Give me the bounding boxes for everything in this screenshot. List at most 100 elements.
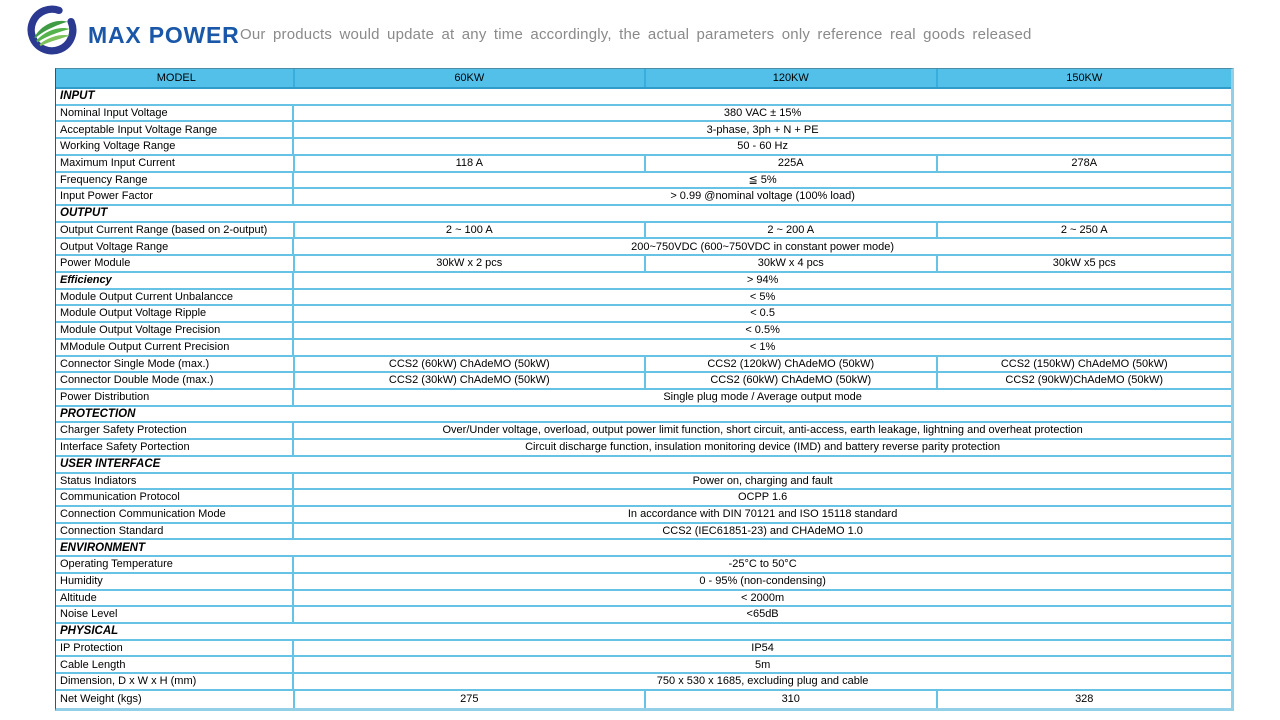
table-row: Efficiency> 94% <box>56 272 1231 290</box>
row-label: Working Voltage Range <box>56 139 295 154</box>
table-row: Communication Protocol OCPP 1.6 <box>56 490 1231 507</box>
row-value: 750 x 530 x 1685, excluding plug and cab… <box>656 675 869 688</box>
row-label: Connector Double Mode (max.) <box>56 373 295 388</box>
row-value-60kw: 30kW x 2 pcs <box>295 256 646 271</box>
row-value: -25°C to 50°C <box>728 558 797 571</box>
row-value: 5m <box>754 658 771 671</box>
row-value-60kw: 2 ~ 100 A <box>295 222 646 238</box>
section-row: OUTPUT <box>56 206 1231 223</box>
section-title: USER INTERFACE <box>60 457 161 470</box>
table-row: Acceptable Input Voltage Range 3-phase, 3… <box>56 122 1231 140</box>
row-label: Net Weight (kgs) <box>56 690 295 708</box>
row-value: IP54 <box>751 641 774 654</box>
section-row: PHYSICAL <box>56 624 1231 641</box>
row-label: Input Power Factor <box>56 189 295 205</box>
brand-name: MAX POWER <box>88 22 240 48</box>
row-value: ≦ 5% <box>748 173 777 186</box>
column-header-120kw: 120KW <box>646 69 938 87</box>
row-label: Acceptable Input Voltage Range <box>56 122 295 138</box>
column-header-150kw: 150KW <box>1066 71 1103 84</box>
row-value: Single plug mode / Average output mode <box>663 391 862 404</box>
table-row: MModule Output Current Precision< 1% <box>56 339 1231 357</box>
table-row: Frequency Range ≦ 5% <box>56 172 1231 190</box>
row-value-120kw: CCS2 (60kW) ChAdeMO (50kW) <box>646 373 938 388</box>
row-value: OCPP 1.6 <box>737 491 788 504</box>
row-label: Connection Standard <box>56 523 295 539</box>
column-header-60kw: 60KW <box>295 69 646 87</box>
table-row: Altitude< 2000m <box>56 590 1231 608</box>
table-row: Operating Temperature -25°C to 50°C <box>56 557 1231 574</box>
row-value: < 0.5 <box>750 307 775 320</box>
row-value: < 5% <box>749 290 776 303</box>
table-row: Connector Double Mode (max.)CCS2 (30kW) … <box>56 373 1231 390</box>
row-label: Operating Temperature <box>56 557 295 572</box>
row-label: Module Output Current Unbalancce <box>56 289 295 305</box>
row-label: Communication Protocol <box>56 490 295 505</box>
row-label: Output Voltage Range <box>56 239 295 255</box>
row-label: Module Output Voltage Precision <box>56 323 295 338</box>
row-value: Over/Under voltage, overload, output pow… <box>442 424 1083 437</box>
table-row: Interface Safety Portection Circuit disch… <box>56 440 1231 457</box>
row-label: Cable Length <box>56 657 295 673</box>
row-value: Circuit discharge function, insulation m… <box>525 441 1001 454</box>
section-title: INPUT <box>60 90 95 103</box>
row-label: Maximum Input Current <box>56 155 295 171</box>
row-value-120kw: 2 ~ 200 A <box>646 222 938 238</box>
row-value: < 0.5% <box>745 324 780 337</box>
table-row: Charger Safety Protection Over/Under volt… <box>56 423 1231 441</box>
row-label: IP Protection <box>56 640 295 656</box>
row-label: Noise Level <box>56 607 295 622</box>
section-title: ENVIRONMENT <box>60 541 145 554</box>
row-label: Connector Single Mode (max.) <box>56 356 295 372</box>
section-title: PROTECTION <box>60 407 136 420</box>
row-label: Frequency Range <box>56 172 295 188</box>
row-label: MModule Output Current Precision <box>56 339 295 355</box>
section-title: PHYSICAL <box>60 625 119 638</box>
row-value-60kw: CCS2 (60kW) ChAdeMO (50kW) <box>295 356 646 372</box>
row-label: Module Output Voltage Ripple <box>56 306 295 322</box>
row-value: In accordance with DIN 70121 and ISO 151… <box>627 508 898 521</box>
table-row: Output Current Range (based on 2-output)… <box>56 222 1231 240</box>
table-row: Module Output Current Unbalancce < 5% <box>56 289 1231 307</box>
section-title: OUTPUT <box>60 207 108 220</box>
row-label: Charger Safety Protection <box>56 423 295 439</box>
row-value-150kw: 278A <box>1071 156 1098 169</box>
table-header-row: MODEL 60KW 120KW 150KW <box>56 69 1231 89</box>
row-value-150kw: 30kW x5 pcs <box>1052 257 1116 270</box>
row-value: < 2000m <box>741 591 785 604</box>
row-value: <65dB <box>746 608 779 621</box>
row-label: Connection Communication Mode <box>56 506 295 522</box>
row-label: Status Indiators <box>56 473 295 489</box>
section-row: ENVIRONMENT <box>56 540 1231 558</box>
table-row: Connection Communication Mode In accordan… <box>56 506 1231 524</box>
row-label: Interface Safety Portection <box>56 440 295 455</box>
table-row: Connector Single Mode (max.)CCS2 (60kW) … <box>56 356 1231 374</box>
row-label: Power Module <box>56 256 295 271</box>
section-row: USER INTERFACE <box>56 457 1231 474</box>
brand-logo-icon <box>27 5 77 55</box>
table-row: Module Output Voltage Ripple < 0.5 <box>56 306 1231 324</box>
spec-table: MODEL 60KW 120KW 150KW INPUT Nominal Inpu… <box>55 68 1234 711</box>
row-value: 3-phase, 3ph + N + PE <box>706 123 819 136</box>
row-value-150kw: 328 <box>1075 692 1094 705</box>
row-label: Efficiency <box>56 272 295 288</box>
row-label: Output Current Range (based on 2-output) <box>56 222 295 238</box>
row-value-120kw: 30kW x 4 pcs <box>646 256 938 271</box>
row-value-120kw: CCS2 (120kW) ChAdeMO (50kW) <box>646 356 938 372</box>
row-label: Power Distribution <box>56 389 295 405</box>
row-label: Dimension, D x W x H (mm) <box>56 674 295 689</box>
row-value-150kw: CCS2 (150kW) ChAdeMO (50kW) <box>1000 357 1168 370</box>
row-value-60kw: 275 <box>295 690 646 708</box>
table-row: Dimension, D x W x H (mm) 750 x 530 x 168… <box>56 674 1231 691</box>
table-row: Input Power Factor> 0.99 @nominal voltag… <box>56 189 1231 207</box>
table-row: IP Protection IP54 <box>56 640 1231 658</box>
row-label: Humidity <box>56 573 295 589</box>
row-value: CCS2 (IEC61851-23) and CHAdeMO 1.0 <box>662 524 863 537</box>
